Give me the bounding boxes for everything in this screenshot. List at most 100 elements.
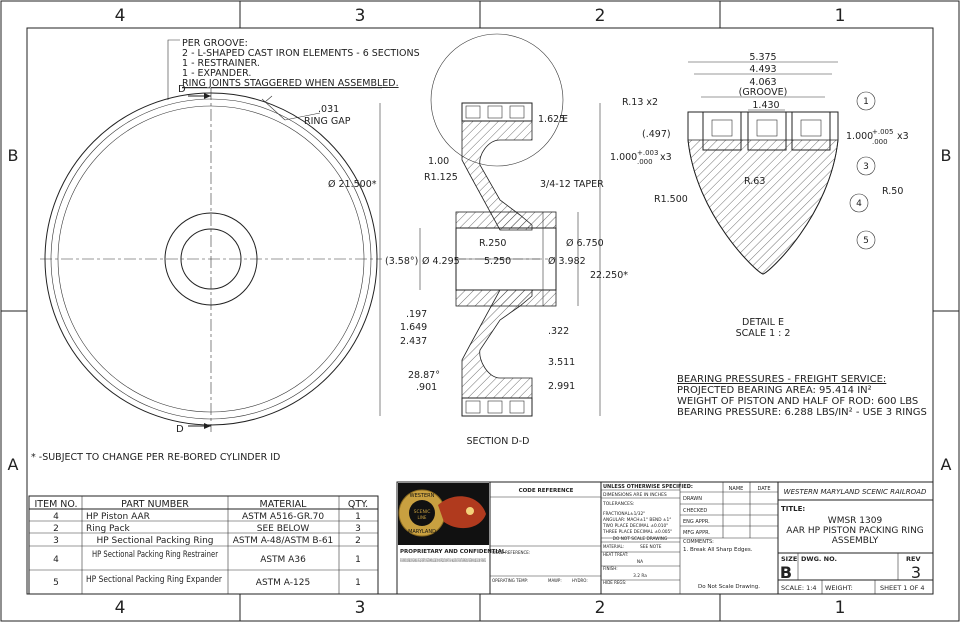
dim-1000a-tol-plus: +.005 bbox=[872, 128, 893, 136]
dim-4493: 4.493 bbox=[749, 64, 776, 75]
bom-row-part: Ring Pack bbox=[86, 524, 131, 534]
bearing-line3: BEARING PRESSURE: 6.288 LBS/IN² - USE 3 … bbox=[677, 407, 927, 418]
zone-labels: 4 3 2 1 4 3 2 1 B A B A bbox=[8, 6, 952, 618]
heat-treat-value: NA bbox=[637, 559, 643, 565]
zone-bottom-2: 2 bbox=[595, 598, 606, 618]
tol-three-place: THREE PLACE DECIMAL ±0.005" bbox=[602, 529, 672, 535]
zone-top-4: 4 bbox=[115, 6, 126, 26]
dim-r13: R.13 x2 bbox=[622, 97, 658, 108]
unless-specified: UNLESS OTHERWISE SPECIFIED: bbox=[603, 484, 693, 490]
do-not-scale-small: DO NOT SCALE DRAWING bbox=[613, 536, 668, 542]
logo-text-line: LINE bbox=[418, 515, 427, 520]
section-view bbox=[379, 33, 601, 417]
groove-note-title: PER GROOVE: bbox=[182, 38, 248, 49]
detail-scale: SCALE 1 : 2 bbox=[736, 328, 791, 339]
logo-text-bottom: MARYLAND bbox=[408, 529, 436, 535]
mawp: MAWP: bbox=[548, 578, 562, 583]
balloon-4: 4 bbox=[856, 199, 862, 209]
balloon-1: 1 bbox=[863, 97, 869, 107]
zone-bottom-4: 4 bbox=[115, 598, 126, 618]
company-logo: WESTERN SCENIC LINE MARYLAND bbox=[398, 483, 489, 545]
bom-row-qty: 1 bbox=[355, 555, 361, 565]
dim-1000a: 1.000 bbox=[846, 131, 873, 142]
material-value: SEE NOTE bbox=[640, 544, 662, 550]
dim-1000b-mult: x3 bbox=[660, 152, 672, 163]
bom-header-qty: QTY. bbox=[348, 499, 368, 510]
dim-1000b: 1.000 bbox=[610, 152, 637, 163]
logo-text-mid: SCENIC bbox=[414, 509, 431, 515]
front-view: D D .031 RING GAP bbox=[40, 84, 382, 435]
title-block bbox=[396, 481, 934, 595]
code-reference: CODE REFERENCE bbox=[519, 488, 574, 494]
tol-fractional: FRACTIONAL±1/32" bbox=[603, 511, 645, 517]
size-value: B bbox=[780, 563, 792, 582]
dim-1649: 1.649 bbox=[400, 322, 427, 333]
dim-r50: R.50 bbox=[882, 186, 903, 197]
hide-regs: HIDE REGS: bbox=[603, 580, 626, 585]
title-line-3: ASSEMBLY bbox=[832, 536, 879, 546]
groove-note-line3: 1 - EXPANDER. bbox=[182, 68, 251, 79]
proprietary-body: THE INFORMATION CONTAINED IN THIS DRAWIN… bbox=[400, 558, 486, 563]
ring-gap-label: RING GAP bbox=[304, 116, 351, 127]
bom-table: ITEM NO. PART NUMBER MATERIAL QTY. 4 HP … bbox=[28, 495, 379, 595]
hydro: HYDRO: bbox=[572, 578, 588, 583]
col-date: DATE bbox=[757, 486, 770, 492]
subject-note: * -SUBJECT TO CHANGE PER RE-BORED CYLIND… bbox=[31, 452, 280, 463]
operating-temp: OPERATING TEMP: bbox=[492, 578, 528, 583]
tol-angular: ANGULAR: MACH±1° BEND ±1° bbox=[603, 517, 671, 523]
bom-header-material: MATERIAL bbox=[260, 499, 308, 510]
bom-row-part: HP Piston AAR bbox=[86, 512, 150, 522]
dim-4295: Ø 4.295 bbox=[422, 256, 460, 267]
tol-two-place: TWO PLACE DECIMAL ±0.010" bbox=[602, 523, 668, 529]
dim-r250: R.250 bbox=[479, 238, 506, 249]
dim-1000a-mult: x3 bbox=[897, 131, 909, 142]
col-name: NAME bbox=[729, 486, 744, 492]
dim-3511: 3.511 bbox=[548, 357, 575, 368]
proprietary-title: PROPRIETARY AND CONFIDENTIAL bbox=[400, 549, 506, 555]
zone-right-b: B bbox=[941, 146, 952, 165]
bom-header-item: ITEM NO. bbox=[34, 499, 77, 510]
groove-note-line4: RING JOINTS STAGGERED WHEN ASSEMBLED. bbox=[182, 78, 399, 89]
bearing-title: BEARING PRESSURES - FREIGHT SERVICE: bbox=[677, 374, 886, 385]
dim-2991: 2.991 bbox=[548, 381, 575, 392]
dim-1000a-tol-minus: .000 bbox=[872, 138, 888, 146]
groove-note: PER GROOVE: 2 - L-SHAPED CAST IRON ELEME… bbox=[167, 38, 420, 100]
zone-top-3: 3 bbox=[355, 6, 366, 26]
mfg-appr-label: MFG APPR. bbox=[683, 530, 710, 536]
title-label: TITLE: bbox=[781, 505, 805, 513]
dim-r1500: R1.500 bbox=[654, 194, 688, 205]
dim-4063: 4.063 bbox=[749, 77, 776, 88]
finish-label: FINISH: bbox=[603, 566, 618, 571]
section-dims: Ø 21.500* 1.625 E 1.00 R1.125 3/4-12 TAP… bbox=[328, 114, 628, 447]
bom-row-part: HP Sectional Packing Ring bbox=[96, 536, 213, 546]
dims-in-inches: DIMENSIONS ARE IN INCHES bbox=[603, 492, 667, 498]
logo-text-top: WESTERN bbox=[410, 493, 435, 499]
dim-22250: 22.250* bbox=[590, 270, 628, 281]
bom-header-part: PART NUMBER bbox=[121, 499, 189, 510]
dim-5250: 5.250 bbox=[484, 256, 511, 267]
dim-1625: 1.625 bbox=[538, 114, 565, 125]
dwg-no-label: DWG. NO. bbox=[801, 555, 837, 563]
section-marker-top: D bbox=[178, 84, 186, 95]
bom-row-qty: 3 bbox=[355, 524, 361, 534]
eng-appr-label: ENG APPR. bbox=[683, 519, 710, 525]
zone-bottom-3: 3 bbox=[355, 598, 366, 618]
dim-groove: (GROOVE) bbox=[739, 87, 788, 98]
groove-note-line2: 1 - RESTRAINER. bbox=[182, 58, 260, 69]
dim-6750: Ø 6.750 bbox=[566, 238, 604, 249]
bom-row-qty: 1 bbox=[355, 512, 361, 522]
weight-label: WEIGHT: bbox=[825, 584, 853, 592]
scale-value: SCALE: 1:4 bbox=[781, 584, 817, 592]
title-block-text: PROPRIETARY AND CONFIDENTIAL THE INFORMA… bbox=[400, 484, 927, 592]
dim-197: .197 bbox=[406, 309, 427, 320]
size-label: SIZE bbox=[781, 555, 797, 563]
bom-row-part: HP Sectional Packing Ring Restrainer bbox=[92, 550, 218, 560]
bom-row-item: 2 bbox=[53, 524, 59, 534]
dim-497: (.497) bbox=[642, 129, 671, 140]
dim-taper: 3/4-12 TAPER bbox=[540, 179, 604, 190]
balloon-3: 3 bbox=[863, 162, 869, 172]
material-label: MATERIAL: bbox=[603, 544, 624, 549]
dim-e-marker: E bbox=[562, 114, 568, 125]
dim-21500: Ø 21.500* bbox=[328, 179, 377, 190]
